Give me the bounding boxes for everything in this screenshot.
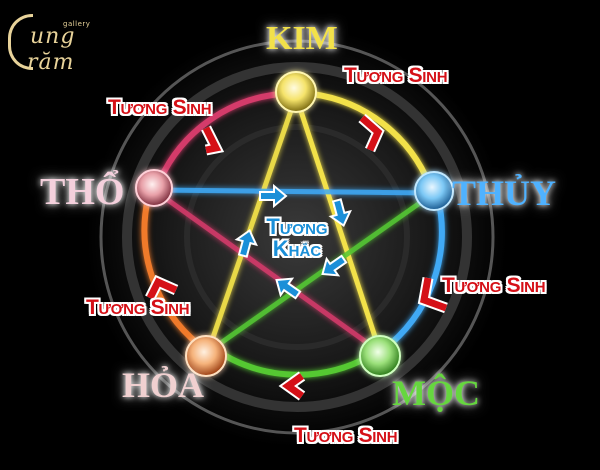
- label-hoa: HỎA: [122, 365, 205, 405]
- center-label: Tương Khắc: [252, 216, 342, 260]
- logo-line-2: răm: [27, 50, 75, 75]
- logo-line-1: ung: [30, 24, 76, 49]
- element-orbs: [135, 71, 454, 377]
- center-line-1: Tương: [266, 214, 328, 239]
- arc-thuy-moc: [381, 197, 445, 353]
- orb-moc: [359, 335, 401, 377]
- khac-arrow-2: [328, 198, 352, 228]
- khac-star: [152, 95, 436, 355]
- label-moc: MỘC: [392, 373, 480, 413]
- orb-kim: [275, 71, 317, 113]
- chevron-hoa-tho: [146, 277, 178, 300]
- label-kim: KIM: [266, 20, 338, 57]
- sinh-cycle: [141, 91, 445, 378]
- chevron-kim-thuy: [359, 115, 383, 152]
- star-kim-hoa: [205, 95, 299, 353]
- khac-arrow-4: [275, 277, 302, 300]
- core-ring: [184, 124, 410, 350]
- arc-kim-thuy: [311, 91, 433, 188]
- relation-moc-hoa: Tương Sinh: [294, 424, 398, 447]
- relation-kim-thuy: Tương Sinh: [344, 64, 448, 87]
- chevron-tho-kim: [202, 126, 222, 154]
- orb-hoa: [185, 335, 227, 377]
- khac-arrow-5: [234, 228, 258, 258]
- logo-gallery-text: gallery: [63, 20, 91, 28]
- arc-hoa-tho: [141, 197, 200, 347]
- relation-thuy-moc: Tương Sinh: [442, 274, 546, 297]
- relation-hoa-tho: Tương Sinh: [86, 296, 190, 319]
- star-thuy-hoa: [206, 190, 436, 355]
- orb-tho: [135, 169, 173, 207]
- center-line-2: Khắc: [272, 236, 322, 261]
- khac-arrow-1: [259, 183, 288, 209]
- label-tho: THỔ: [40, 171, 125, 213]
- chevron-thuy-moc: [420, 277, 448, 312]
- arc-tho-kim: [157, 91, 281, 182]
- label-thuy: THỦY: [452, 173, 557, 213]
- inner-ring: [122, 62, 472, 412]
- star-kim-moc: [293, 95, 383, 353]
- khac-arrows: [234, 183, 352, 300]
- star-tho-moc: [152, 187, 382, 355]
- star-thuy-tho: [153, 187, 435, 196]
- arc-moc-hoa: [214, 347, 372, 378]
- relation-tho-kim: Tương Sinh: [108, 96, 212, 119]
- orb-thuy: [414, 171, 454, 211]
- sinh-chevrons: [146, 115, 448, 399]
- khac-arrow-3: [321, 254, 348, 277]
- outer-ring: [99, 39, 495, 435]
- chevron-moc-hoa: [281, 373, 305, 399]
